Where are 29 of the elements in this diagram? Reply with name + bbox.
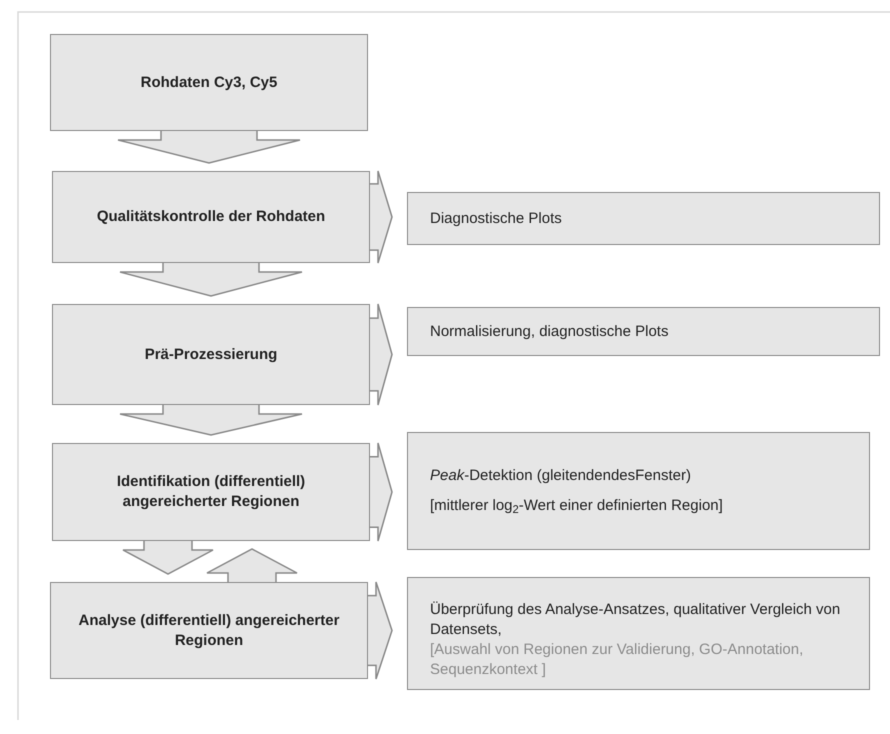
block-arrow — [122, 540, 214, 575]
block-arrow — [367, 581, 393, 680]
note-text: [mittlerer log$_{2}$-Wert einer definierten Region] — [430, 496, 724, 516]
process-box — [52, 304, 370, 405]
block-arrow — [117, 130, 301, 164]
block-arrow — [119, 404, 303, 436]
block-arrow — [369, 170, 393, 264]
step-label: Prä-Prozessierung — [144, 344, 278, 364]
note-text: Diagnostische Plots — [430, 208, 563, 228]
block-arrow — [119, 262, 303, 297]
process-box — [50, 582, 368, 679]
note-text: Normalisierung, diagnostische Plots — [430, 322, 670, 342]
step-label: Rohdaten Cy3, Cy5 — [140, 72, 278, 92]
process-box — [52, 443, 370, 541]
block-arrow — [369, 442, 393, 542]
process-box — [50, 34, 368, 131]
block-arrow — [206, 548, 298, 583]
process-box — [52, 171, 370, 263]
note-box — [407, 307, 880, 356]
block-arrow — [369, 303, 393, 406]
note-box — [407, 192, 880, 245]
step-label: Identifikation (differentiell) angereicherter Regionen — [116, 472, 306, 512]
note-box — [407, 577, 870, 690]
note-box — [407, 432, 870, 550]
note-text: Überprüfung des Analyse-Ansatzes, qualitativer Vergleich von Datensets, — [430, 600, 842, 640]
note-text: [Auswahl von Regionen zur Validierung, GO-Annotation, Sequenzkontext ] — [430, 640, 804, 680]
note-text: Peak-Detektion (gleitendendesFenster) — [430, 466, 692, 486]
step-label: Qualitätskontrolle der Rohdaten — [96, 207, 326, 227]
step-label: Analyse (differentiell) angereicherter Regionen — [78, 610, 340, 650]
